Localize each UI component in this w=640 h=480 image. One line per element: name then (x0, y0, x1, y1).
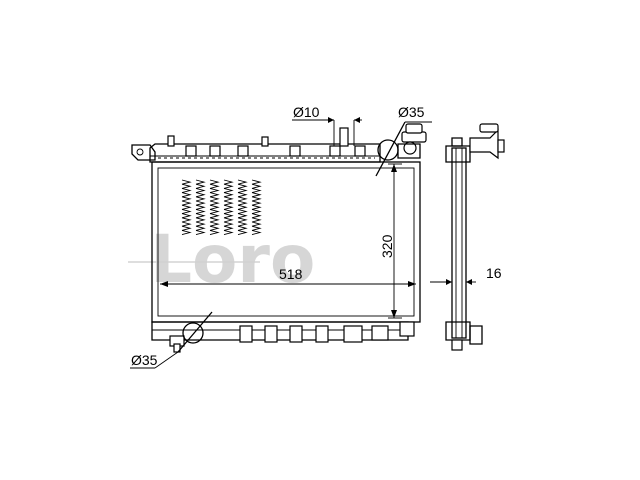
side-view (445, 123, 505, 351)
outlet-bottom (154, 311, 213, 369)
radiator-cap-side (469, 123, 505, 160)
dim-core-thickness: 16 (486, 265, 502, 281)
radiator-cap-front (397, 123, 427, 159)
dim-filler-neck-diameter: Ø35 (398, 104, 425, 120)
dim-outlet-diameter: Ø35 (131, 352, 158, 368)
bottom-tank (151, 321, 415, 353)
fin-column (251, 179, 262, 236)
fin-column (223, 179, 234, 236)
dim-core-width: 518 (279, 266, 303, 282)
brand-logo-text: Loro (150, 221, 315, 298)
fin-column (237, 179, 248, 236)
fin-column (195, 179, 206, 236)
fin-column (181, 179, 192, 236)
brand-logo: Loro (128, 221, 315, 298)
fin-column (209, 179, 220, 236)
dim-pipe-diameter: Ø10 (293, 104, 320, 120)
dimension-labels: Ø10 Ø35 518 16 Ø35 320 (131, 104, 502, 368)
fin-pattern (181, 179, 262, 236)
dimension-lines (130, 117, 476, 369)
dim-core-height: 320 (379, 234, 395, 258)
top-tank (131, 120, 381, 163)
